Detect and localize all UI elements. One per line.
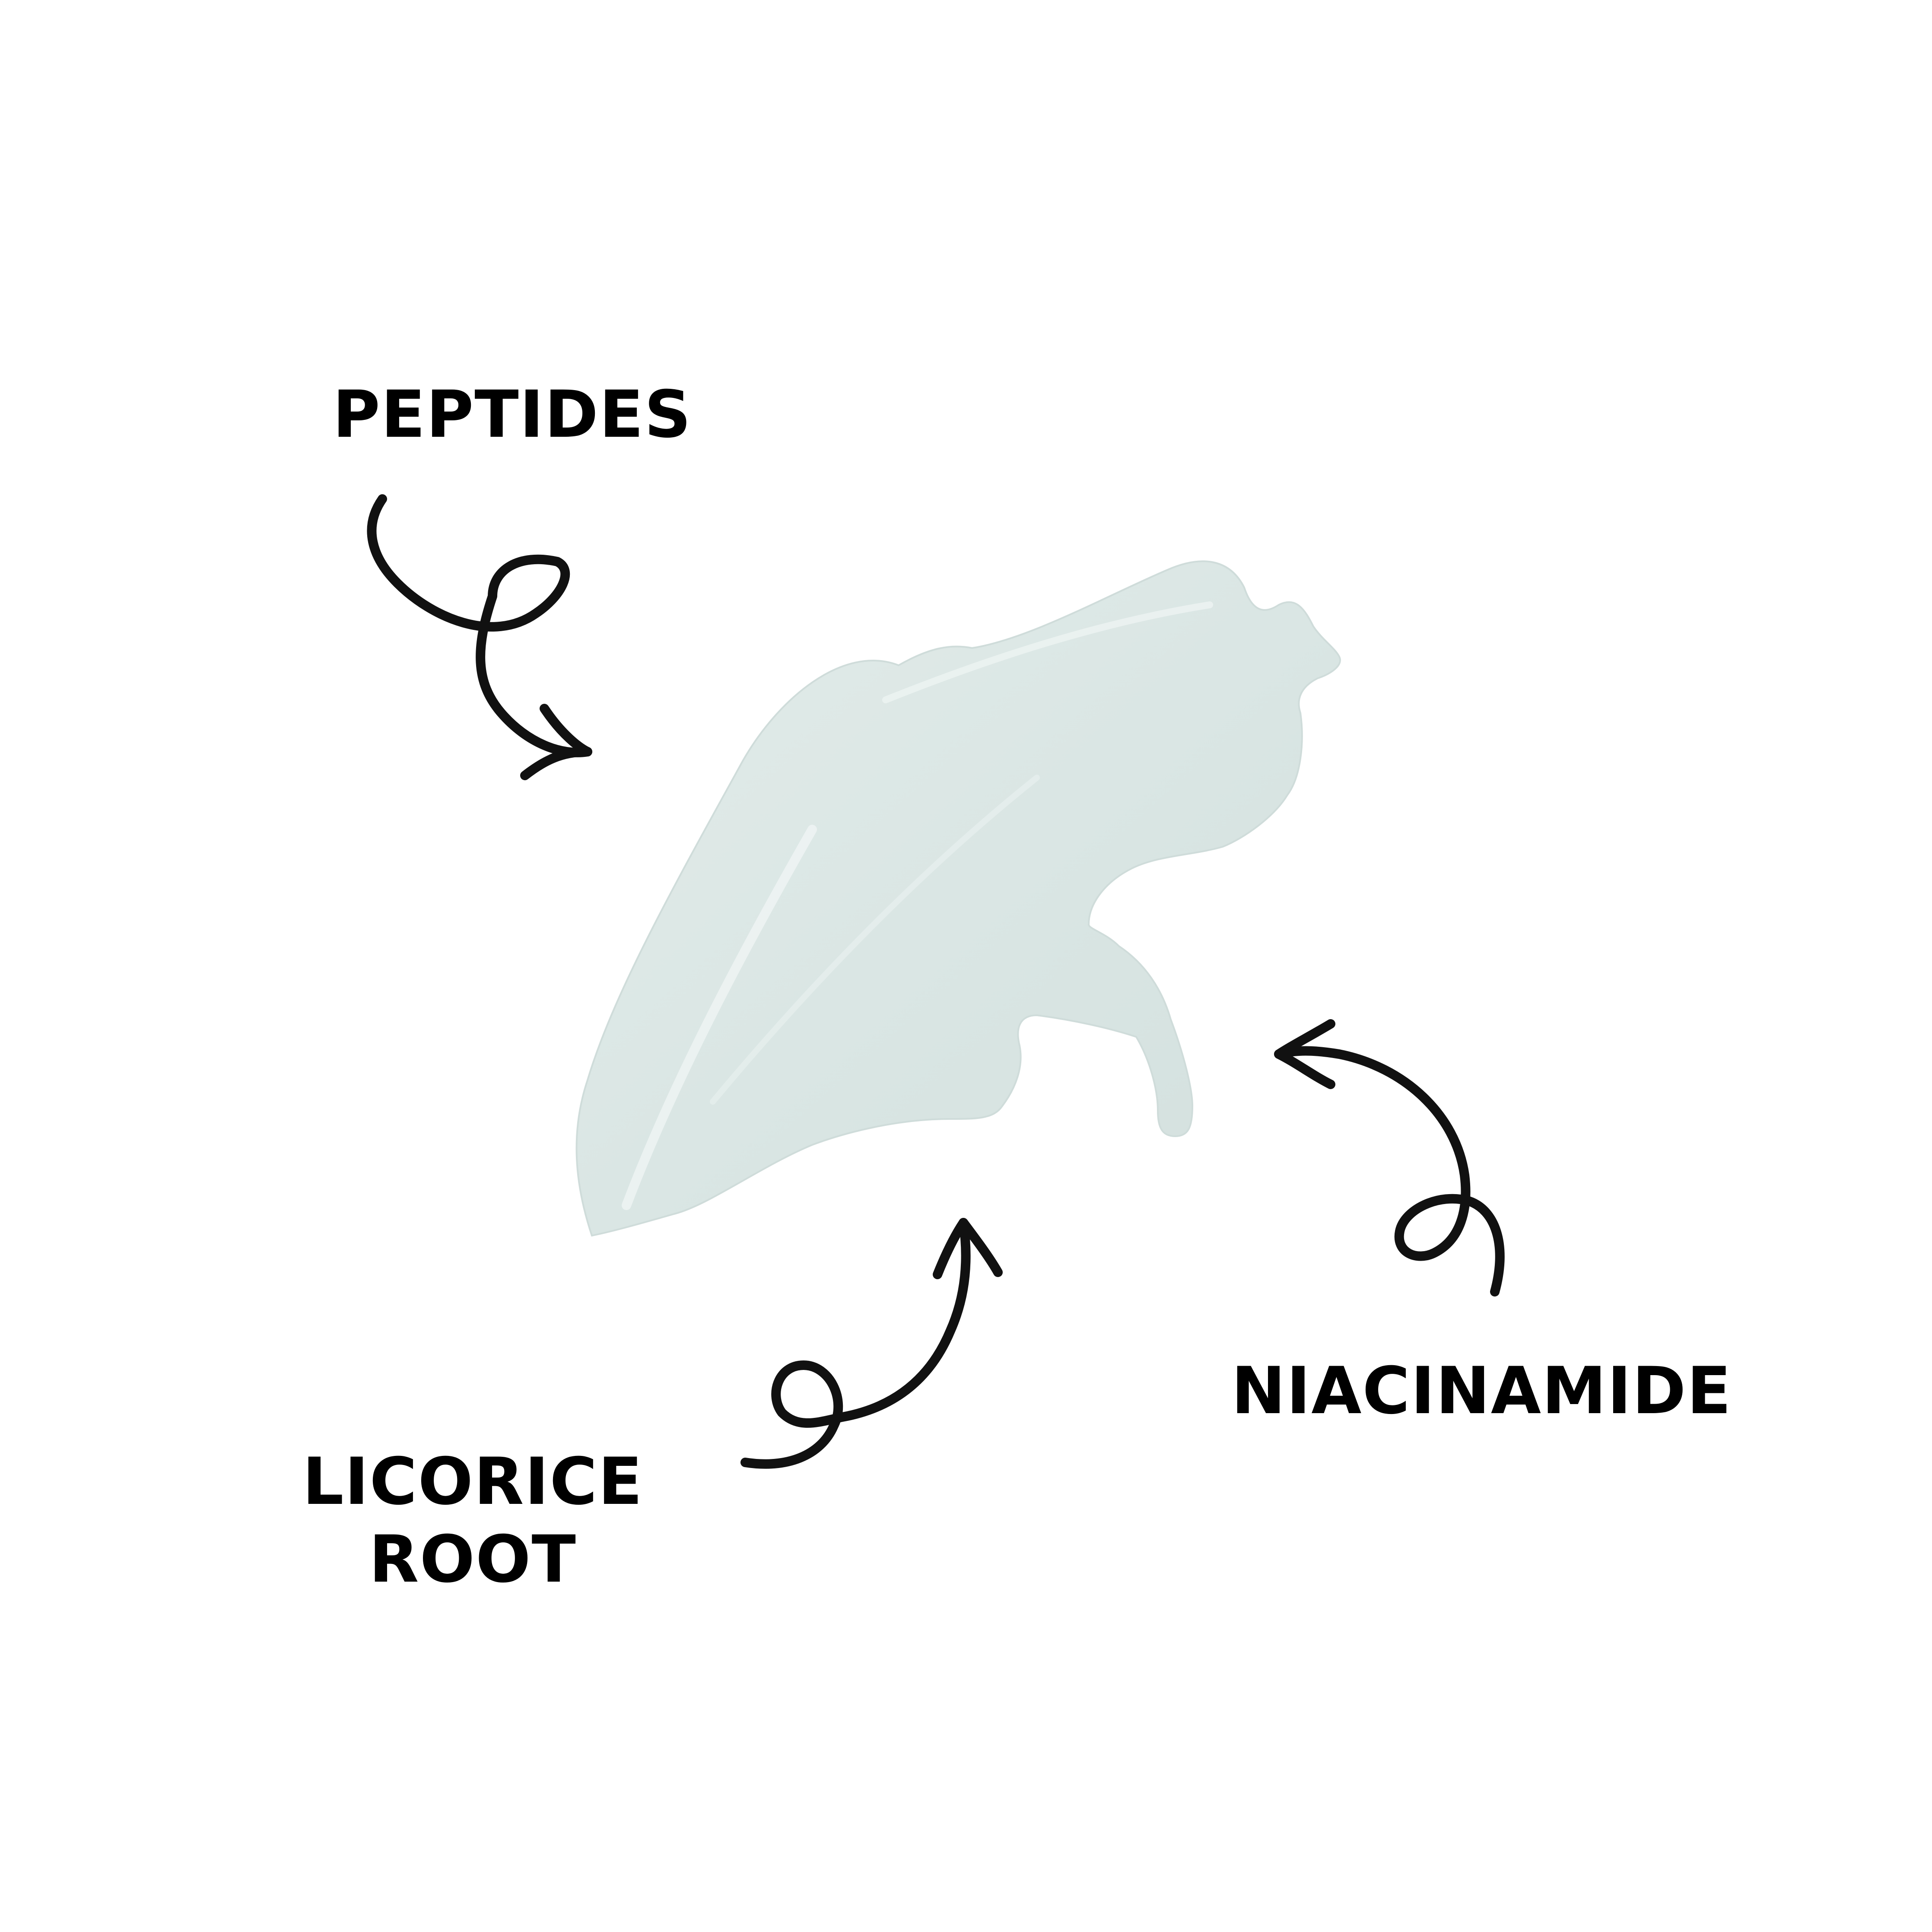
niacinamide-arrow-icon — [1274, 1019, 1505, 1296]
cream-swatch-image — [575, 560, 1341, 1237]
licorice-arrow-icon — [740, 1218, 1003, 1469]
peptides-arrow-icon — [367, 494, 592, 780]
licorice-root-label: LICORICE ROOT — [302, 1443, 643, 1598]
licorice-label-line2: ROOT — [369, 1522, 577, 1597]
peptides-label: PEPTIDES — [333, 377, 692, 452]
licorice-label-line1: LICORICE — [302, 1444, 643, 1519]
niacinamide-label: NIACINAMIDE — [1231, 1354, 1732, 1429]
